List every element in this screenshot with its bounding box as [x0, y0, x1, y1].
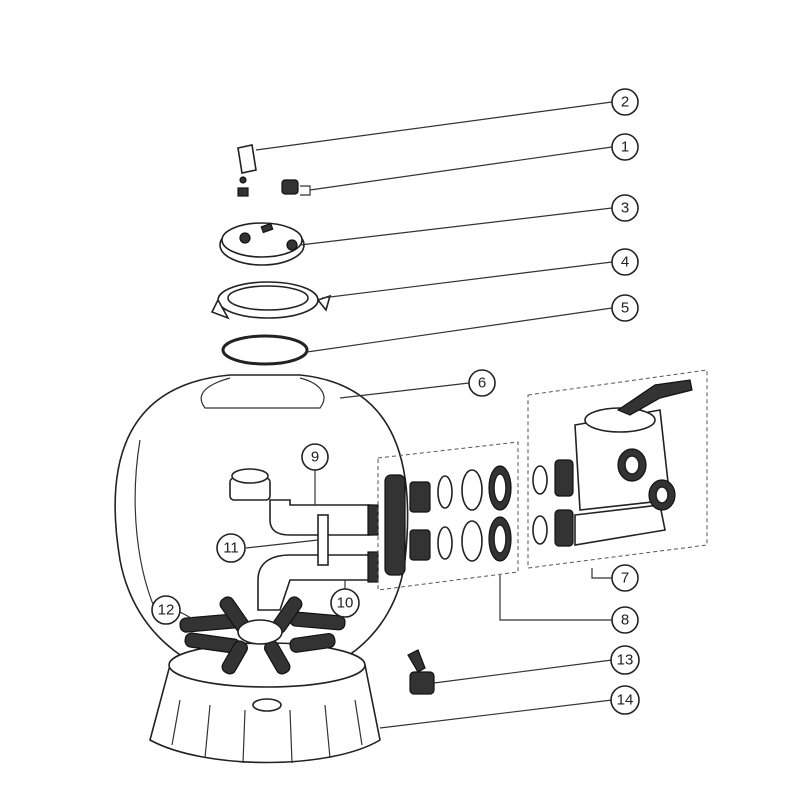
callout-14: 14 [610, 685, 640, 715]
callout-label: 7 [621, 570, 629, 587]
callout-2: 2 [611, 88, 639, 116]
fittings [384, 465, 512, 576]
pressure-gauge [237, 144, 257, 174]
callout-13: 13 [610, 645, 640, 675]
callout-label: 12 [158, 602, 175, 619]
lower-pipe [257, 554, 371, 611]
callout-11: 11 [216, 533, 246, 563]
callout-9: 9 [301, 443, 329, 471]
callout-5: 5 [611, 294, 639, 322]
callout-3: 3 [611, 194, 639, 222]
callout-10: 10 [330, 588, 360, 618]
callout-label: 4 [621, 254, 629, 271]
callout-12: 12 [151, 595, 181, 625]
callout-label: 6 [478, 375, 486, 392]
callout-label: 13 [617, 652, 634, 669]
callout-4: 4 [611, 248, 639, 276]
callout-label: 2 [621, 94, 629, 111]
o-ring [221, 334, 309, 366]
callout-8: 8 [611, 606, 639, 634]
callout-7: 7 [611, 564, 639, 592]
fittings-group [377, 441, 519, 591]
tank-base [149, 664, 381, 764]
callout-label: 1 [621, 139, 629, 156]
callout-label: 9 [311, 449, 319, 466]
air-release-valve [281, 179, 299, 195]
callout-label: 3 [621, 200, 629, 217]
valve-group [527, 369, 708, 569]
callout-6: 6 [468, 369, 496, 397]
callout-label: 8 [621, 612, 629, 629]
leader-lines [179, 101, 613, 729]
laterals [179, 596, 346, 675]
callout-label: 5 [621, 300, 629, 317]
callout-label: 14 [617, 692, 634, 709]
callout-label: 11 [223, 540, 239, 557]
callout-1: 1 [611, 133, 639, 161]
drain-plug [407, 649, 426, 673]
callout-label: 10 [337, 595, 354, 612]
multiport-valve [532, 379, 693, 547]
